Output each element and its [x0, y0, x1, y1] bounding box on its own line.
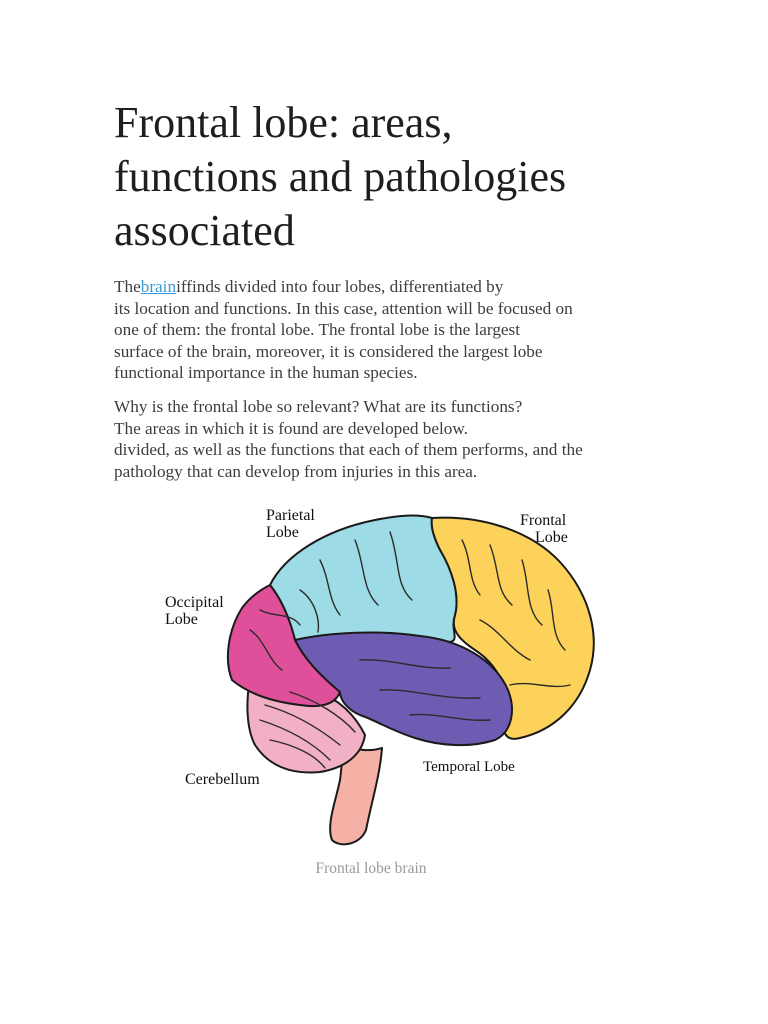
label-line: Occipital — [165, 594, 224, 611]
label-line: Lobe — [535, 528, 568, 546]
brainstem-region — [329, 744, 383, 846]
title-line: Frontal lobe: areas, — [114, 98, 453, 147]
brain-diagram: Parietal Lobe Frontal Lobe Occipital Lob… — [150, 500, 620, 860]
figure-caption: Frontal lobe brain — [315, 860, 427, 877]
paragraph-line: Why is the frontal lobe so relevant? Wha… — [114, 397, 523, 416]
cerebellum-label: Cerebellum — [185, 771, 260, 788]
title-line: associated — [114, 206, 295, 255]
title-line: functions and pathologies — [114, 152, 567, 201]
label-line: Parietal — [266, 507, 315, 524]
temporal-lobe-label: Temporal Lobe — [423, 759, 515, 775]
occipital-lobe-label: Occipital Lobe — [165, 594, 224, 629]
second-paragraph: Why is the frontal lobe so relevant? Wha… — [114, 396, 674, 482]
intro-paragraph: Thebrainiffinds divided into four lobes,… — [114, 276, 674, 384]
paragraph-line: surface of the brain, moreover, it is co… — [114, 341, 543, 361]
label-line: Lobe — [266, 523, 299, 541]
paragraph-line: functional importance in the human speci… — [114, 363, 418, 382]
text-prefix: The — [114, 277, 141, 296]
brain-illustration — [226, 514, 595, 846]
article-title: Frontal lobe: areas, functions and patho… — [114, 96, 674, 258]
parietal-lobe-label: Parietal Lobe — [266, 507, 315, 542]
label-line: Frontal — [520, 512, 567, 529]
paragraph-line: one of them: the frontal lobe. The front… — [114, 320, 521, 339]
paragraph-line: Thebrainiffinds divided into four lobes,… — [114, 276, 674, 298]
temporal-lobe-region — [294, 631, 513, 747]
paragraph-line: divided, as well as the functions that e… — [114, 440, 583, 459]
text-suffix: iffinds divided into four lobes, differe… — [176, 277, 504, 296]
paragraph-line: pathology that can develop from injuries… — [114, 461, 478, 481]
paragraph-line: its location and functions. In this case… — [114, 298, 573, 318]
paragraph-line: The areas in which it is found are devel… — [114, 418, 468, 438]
label-line: Lobe — [165, 610, 198, 628]
frontal-lobe-label: Frontal Lobe — [520, 512, 568, 547]
brain-link[interactable]: brain — [140, 277, 177, 296]
